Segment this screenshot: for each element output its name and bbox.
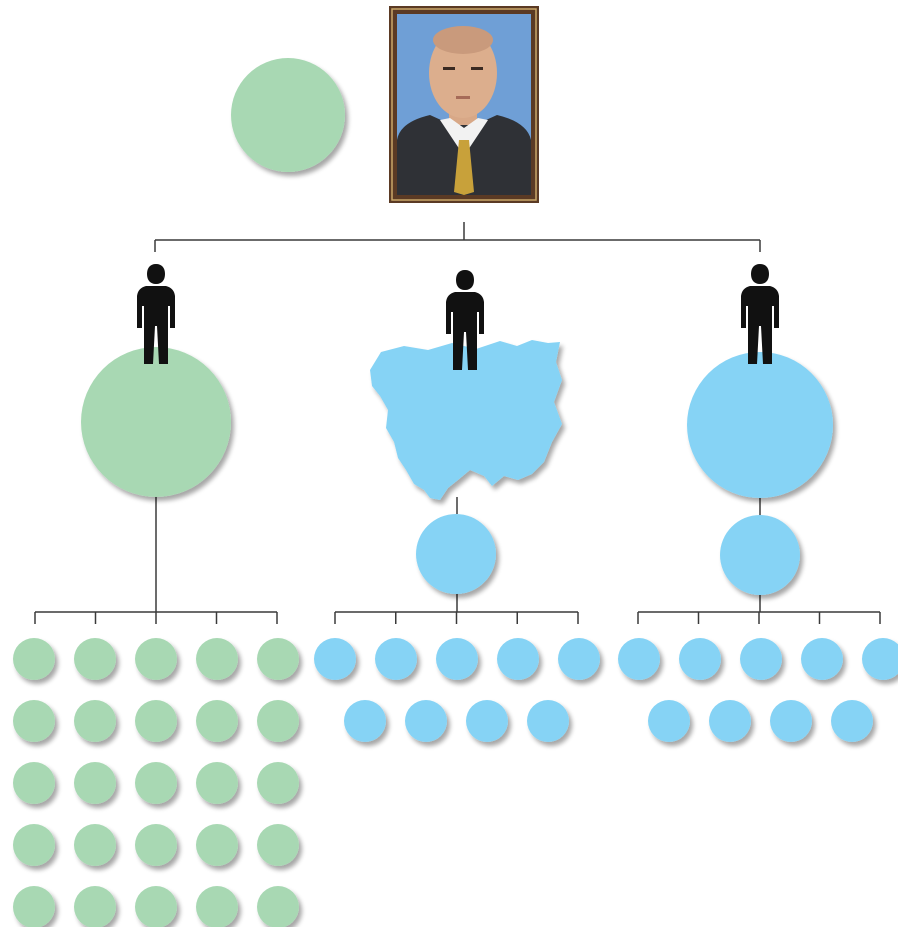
- member-circle: [196, 700, 238, 742]
- member-circle: [135, 638, 177, 680]
- member-grid-right: [618, 638, 898, 742]
- member-circle: [13, 700, 55, 742]
- member-circle: [770, 700, 812, 742]
- member-circle: [527, 700, 569, 742]
- member-circle: [196, 824, 238, 866]
- member-circle: [13, 638, 55, 680]
- member-circle: [436, 638, 478, 680]
- member-circle: [740, 638, 782, 680]
- cambodia-map-shape: [370, 340, 562, 500]
- top-connector: [154, 222, 761, 252]
- member-circle: [314, 638, 356, 680]
- member-circle: [74, 762, 116, 804]
- bracket-center: [334, 611, 579, 624]
- top-side-circle: [231, 58, 345, 172]
- member-circle: [74, 638, 116, 680]
- member-circle: [405, 700, 447, 742]
- member-circle: [135, 824, 177, 866]
- portrait-person: [397, 26, 531, 195]
- member-circle: [831, 700, 873, 742]
- person-silhouette-left: [137, 264, 175, 364]
- member-circle: [344, 700, 386, 742]
- member-circle: [13, 824, 55, 866]
- member-circle: [196, 886, 238, 927]
- member-circle: [135, 886, 177, 927]
- member-grid-left: [13, 638, 299, 927]
- branch-right-circle: [687, 352, 833, 498]
- member-circle: [257, 824, 299, 866]
- member-circle: [257, 700, 299, 742]
- member-circle: [13, 762, 55, 804]
- member-circle: [679, 638, 721, 680]
- branch-right: [687, 352, 833, 612]
- branch-left: [81, 347, 231, 612]
- bracket-left: [34, 611, 278, 624]
- member-circle: [13, 886, 55, 927]
- member-circle: [709, 700, 751, 742]
- member-circle: [466, 700, 508, 742]
- member-circle: [74, 886, 116, 927]
- member-circle: [375, 638, 417, 680]
- member-circle: [135, 700, 177, 742]
- member-circle: [135, 762, 177, 804]
- member-grid-center: [314, 638, 600, 742]
- branch-center: [370, 340, 562, 612]
- branch-right-sub-circle: [720, 515, 800, 595]
- framed-portrait: [389, 6, 539, 203]
- branch-center-sub-circle: [416, 514, 496, 594]
- person-silhouette-right: [741, 264, 779, 364]
- member-circle: [196, 762, 238, 804]
- member-circle: [801, 638, 843, 680]
- member-circle: [196, 638, 238, 680]
- member-circle: [862, 638, 898, 680]
- member-circle: [74, 700, 116, 742]
- member-circle: [497, 638, 539, 680]
- member-circle: [648, 700, 690, 742]
- member-circle: [257, 638, 299, 680]
- bracket-right: [637, 611, 881, 624]
- member-circle: [74, 824, 116, 866]
- member-circle: [558, 638, 600, 680]
- person-silhouette-center: [446, 270, 484, 370]
- member-circle: [257, 886, 299, 927]
- member-circle: [257, 762, 299, 804]
- branch-left-circle: [81, 347, 231, 497]
- member-circle: [618, 638, 660, 680]
